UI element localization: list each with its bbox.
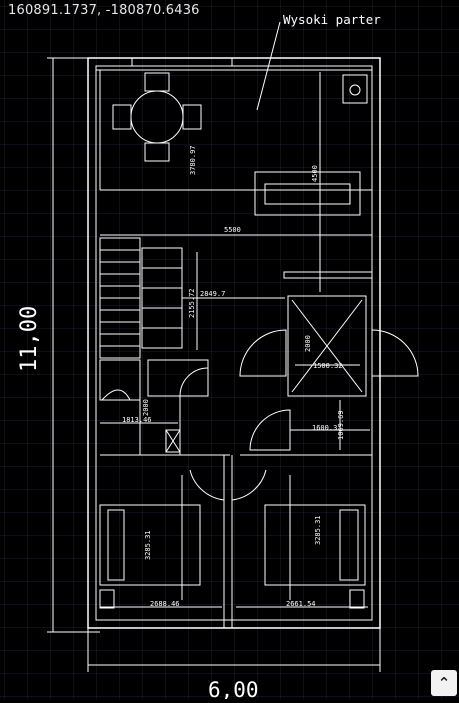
scroll-top-button[interactable]: ⌃	[431, 670, 457, 696]
room-label: Wysoki parter	[283, 12, 381, 27]
dim-1500: 1500.32	[313, 362, 343, 370]
floor-plan	[47, 21, 419, 672]
dim-4500: 4500	[311, 165, 319, 182]
double-chevron-up-icon: ⌃	[437, 674, 451, 692]
dim-2000-b: 2000	[142, 399, 150, 416]
dim-3285-right: 3285.31	[314, 515, 322, 545]
dim-2000-a: 2000	[304, 335, 312, 352]
overall-width-label: 6,00	[208, 678, 259, 699]
coordinate-readout: 160891.1737, -180870.6436	[8, 3, 200, 18]
dim-1600: 1600.3	[312, 424, 337, 432]
dim-2849: 2849.7	[200, 290, 225, 298]
dim-3780: 3780.97	[189, 145, 197, 175]
overall-height-label: 11,00	[17, 306, 42, 372]
dim-2661: 2661.54	[286, 600, 316, 608]
dim-2155: 2155.72	[188, 288, 196, 318]
dim-2688: 2688.46	[150, 600, 180, 608]
dim-1813: 1813.46	[122, 416, 152, 424]
dim-5500: 5500	[224, 226, 241, 234]
dim-1069: 1069.69	[337, 410, 345, 440]
dim-3285-left: 3285.31	[144, 530, 152, 560]
